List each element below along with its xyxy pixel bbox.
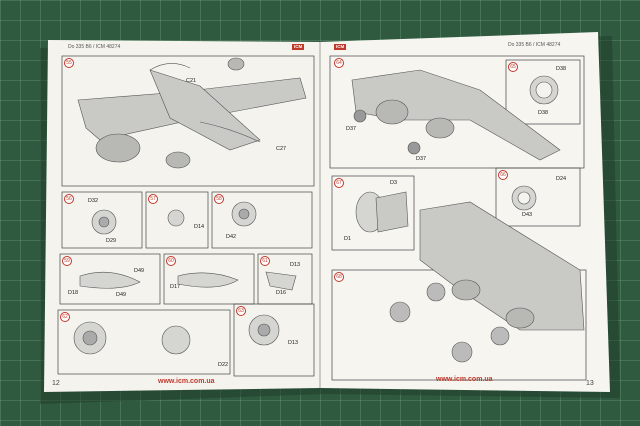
part-label: D17 (170, 284, 181, 290)
panel-59 (59, 253, 161, 305)
part-label: D13 (290, 262, 301, 268)
step-number: 68 (334, 272, 344, 282)
part-label: D16 (276, 290, 287, 296)
step-number: 55 (64, 58, 74, 68)
panel-62 (57, 309, 231, 375)
part-label: D3 (390, 180, 398, 186)
part-label: C27 (276, 146, 287, 152)
parts-drawing-60 (177, 272, 239, 288)
panel-56 (61, 191, 143, 249)
right-page-url: www.icm.com.ua (436, 376, 493, 383)
step-number: 66 (498, 170, 508, 180)
part-label: D49 (116, 292, 127, 298)
aircraft-drawing-55 (77, 57, 307, 169)
step-number: 67 (334, 178, 344, 188)
part-label: D38 (538, 110, 549, 116)
part-label: D37 (416, 156, 427, 162)
step-number: 58 (214, 194, 224, 204)
part-label: D38 (556, 66, 567, 72)
part-label: D49 (134, 268, 145, 274)
step-number: 61 (260, 256, 270, 266)
step-number: 64 (334, 58, 344, 68)
part-label: D14 (194, 224, 205, 230)
part-label: D29 (106, 238, 117, 244)
part-label: D43 (522, 212, 533, 218)
panel-67 (331, 175, 415, 251)
step-number: 59 (62, 256, 72, 266)
part-label: D37 (346, 126, 357, 132)
parts-drawing-61 (265, 271, 297, 291)
part-label: D1 (344, 236, 352, 242)
panel-55 (61, 55, 315, 187)
panel-58 (211, 191, 313, 249)
panel-60 (163, 253, 255, 305)
part-label: D32 (88, 198, 99, 204)
step-number: 62 (60, 312, 70, 322)
parts-drawing-59 (79, 271, 141, 289)
left-page-url: www.icm.com.ua (158, 378, 215, 385)
panel-63 (233, 303, 315, 377)
step-number: 65 (508, 62, 518, 72)
panel-65 (505, 59, 581, 125)
left-logo: ICM (292, 44, 305, 50)
right-page-header: Do 335 B6 / ICM 48274 (508, 42, 561, 48)
step-number: 56 (64, 194, 74, 204)
left-page-header: Do 335 B6 / ICM 48274 (68, 44, 121, 50)
panel-57 (145, 191, 209, 249)
part-label: D24 (556, 176, 567, 182)
right-page-number: 13 (586, 380, 594, 387)
part-label: D18 (68, 290, 79, 296)
panel-64 (329, 55, 585, 169)
engine-drawing-57 (167, 209, 185, 227)
part-label: D42 (226, 234, 237, 240)
left-page-number: 12 (52, 380, 60, 387)
panel-66 (495, 167, 581, 227)
right-logo: ICM (334, 44, 347, 50)
part-label: D22 (218, 362, 229, 368)
step-number: 57 (148, 194, 158, 204)
step-number: 63 (236, 306, 246, 316)
aircraft-drawing-64 (351, 69, 561, 161)
step-number: 60 (166, 256, 176, 266)
part-label: C21 (186, 78, 197, 84)
part-label: D13 (288, 340, 299, 346)
aircraft-drawing-68 (389, 201, 585, 363)
